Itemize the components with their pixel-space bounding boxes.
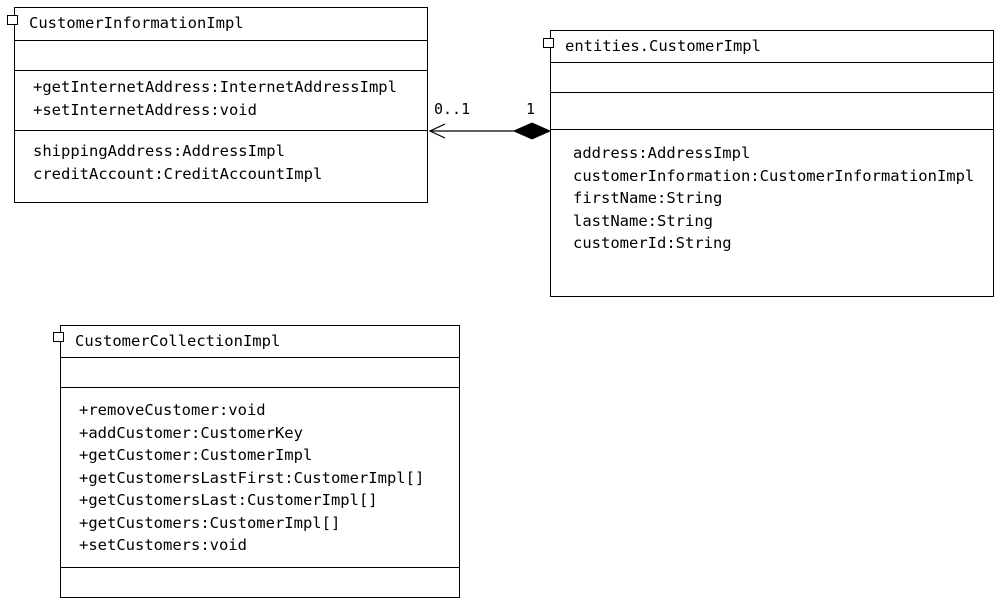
compartment-divider [551,129,993,130]
attribute: creditAccount:CreditAccountImpl [33,164,323,183]
class-customer-impl[interactable]: entities.CustomerImpl address:AddressImp… [550,30,994,297]
operation: +getCustomer:CustomerImpl [79,446,313,464]
operation: +getInternetAddress:InternetAddressImpl [33,78,397,96]
attribute: customerInformation:CustomerInformationI… [573,166,975,185]
compartment-divider [61,357,459,358]
operation: +getCustomersLast:CustomerImpl[] [79,491,378,509]
multiplicity-source: 0..1 [434,100,471,118]
class-icon [7,15,18,25]
attributes-compartment: shippingAddress:AddressImpl creditAccoun… [33,140,423,185]
attributes-compartment: address:AddressImpl customerInformation:… [573,142,993,255]
class-name: CustomerCollectionImpl [75,332,281,350]
compartment-divider [15,70,427,71]
operations-compartment: +removeCustomer:void +addCustomer:Custom… [79,399,455,557]
compartment-divider [61,567,459,568]
compartment-divider [551,62,993,63]
class-icon [53,332,64,342]
composition-diamond [512,122,552,140]
compartment-divider [61,387,459,388]
attribute: firstName:String [573,189,723,207]
attribute: shippingAddress:AddressImpl [33,142,285,160]
operation: +addCustomer:CustomerKey [79,423,303,442]
compartment-divider [15,130,427,131]
compartment-divider [15,40,427,41]
multiplicity-target: 1 [526,100,536,118]
class-name: entities.CustomerImpl [565,37,761,55]
class-customer-information-impl[interactable]: CustomerInformationImpl +getInternetAddr… [14,7,428,203]
navigability-arrowhead [428,123,446,139]
operation: +removeCustomer:void [79,401,266,419]
class-customer-collection-impl[interactable]: CustomerCollectionImpl +removeCustomer:v… [60,325,460,598]
operation: +setCustomers:void [79,536,247,554]
operation: +getCustomers:CustomerImpl[] [79,513,341,532]
attribute: customerId:String [573,234,732,252]
compartment-divider [551,92,993,93]
class-name: CustomerInformationImpl [29,14,244,32]
class-icon [543,38,554,48]
operation: +getCustomersLastFirst:CustomerImpl[] [79,468,425,487]
operation: +setInternetAddress:void [33,100,257,119]
attribute: lastName:String [573,211,713,230]
operations-compartment: +getInternetAddress:InternetAddressImpl … [33,76,423,121]
attribute: address:AddressImpl [573,144,751,162]
